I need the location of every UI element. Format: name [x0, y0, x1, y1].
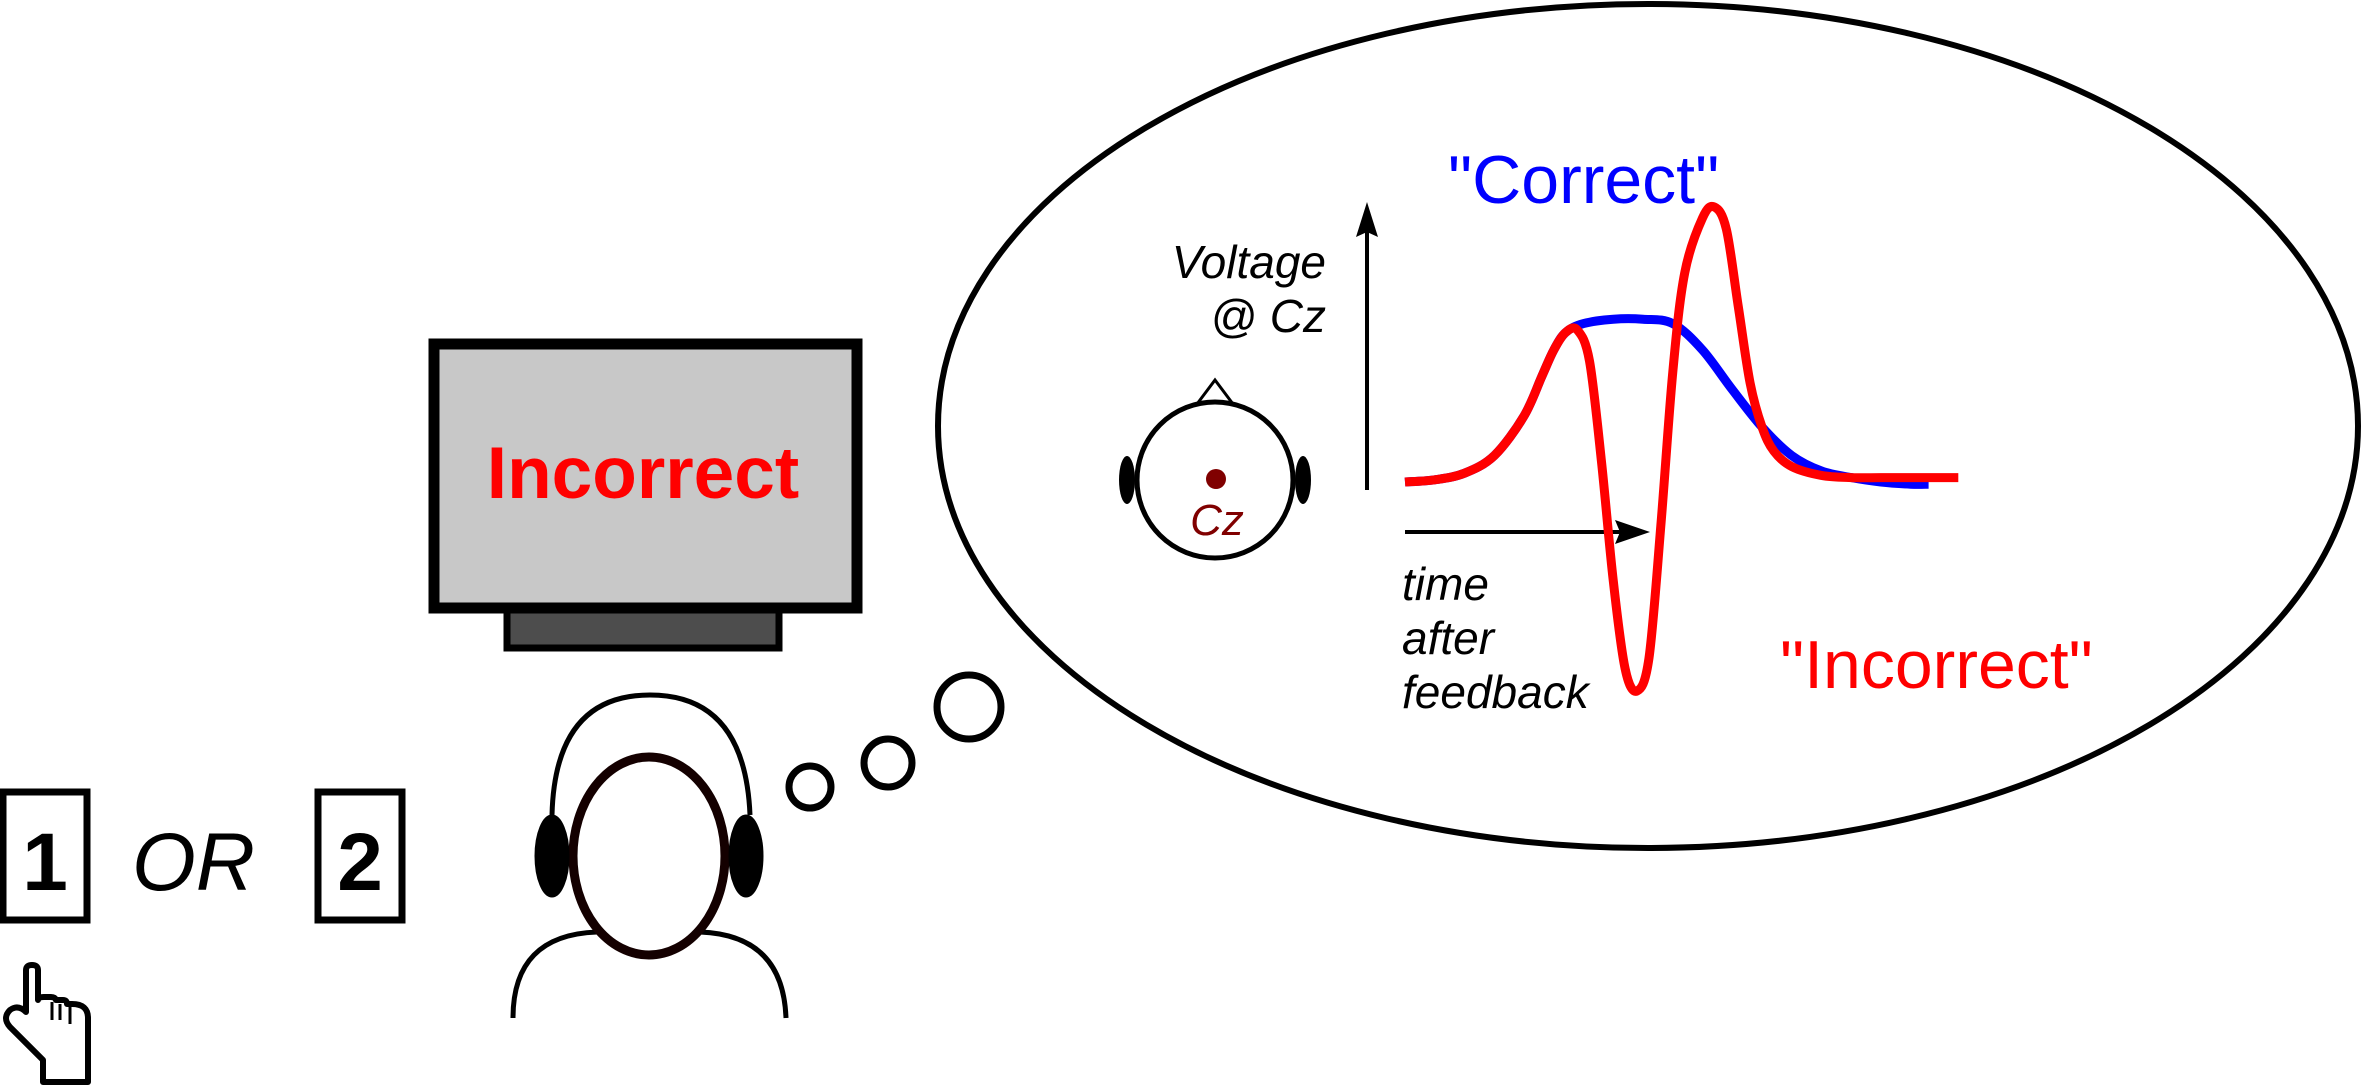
key-2-box[interactable] — [314, 788, 406, 924]
left-ear-icon — [1119, 456, 1135, 504]
monitor-screen — [428, 338, 863, 614]
legend-correct-label: "Correct" — [1448, 142, 1719, 218]
shoulders — [510, 929, 789, 1019]
nose-icon — [1195, 377, 1235, 405]
thought-dot-small — [785, 762, 835, 812]
legend-incorrect-label: "Incorrect" — [1780, 627, 2093, 703]
key-1-label: 1 — [22, 817, 68, 908]
key-1-box[interactable] — [0, 788, 91, 924]
key-2-label: 2 — [337, 817, 383, 908]
participant — [510, 692, 789, 1019]
x-axis-label-line1: time — [1402, 558, 1489, 610]
thought-bubble — [935, 1, 2361, 851]
thought-dots — [785, 671, 1005, 812]
x-axis-label-line3: feedback — [1402, 666, 1591, 718]
chart-axes: Voltage @ Cz time after feedback — [1172, 202, 1650, 718]
y-axis-arrowhead — [1356, 202, 1378, 237]
scalp-top-view-icon: Cz — [1119, 377, 1311, 561]
electrode-cz-label: Cz — [1190, 496, 1244, 545]
thought-dot-medium — [860, 735, 916, 791]
head — [568, 752, 730, 960]
x-axis-label-line2: after — [1402, 612, 1496, 664]
y-axis-label-line1: Voltage — [1172, 236, 1326, 288]
right-earcup — [728, 814, 764, 898]
headphone-band — [549, 692, 753, 816]
series-incorrect-line — [1404, 201, 1959, 696]
electrode-cz-dot — [1206, 469, 1226, 489]
pointing-hand-icon — [3, 962, 91, 1085]
y-axis-label-line2: @ Cz — [1210, 290, 1326, 342]
monitor-stand — [503, 604, 783, 652]
right-ear-icon — [1295, 456, 1311, 504]
monitor: Incorrect — [428, 338, 863, 652]
x-axis-arrowhead — [1615, 520, 1650, 544]
response-options: 1 OR 2 — [0, 788, 406, 1085]
or-label: OR — [132, 817, 255, 908]
feedback-text: Incorrect — [487, 433, 799, 514]
thought-dot-large — [933, 671, 1005, 743]
left-earcup — [534, 814, 570, 898]
waveform-series — [1404, 201, 1959, 696]
